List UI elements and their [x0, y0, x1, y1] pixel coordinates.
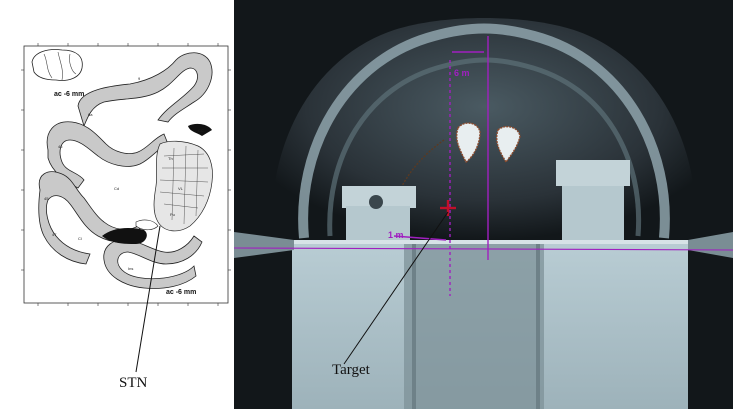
stn-pointer-line	[136, 226, 160, 372]
stn-label: STN	[119, 375, 147, 392]
target-label: Target	[332, 362, 370, 379]
